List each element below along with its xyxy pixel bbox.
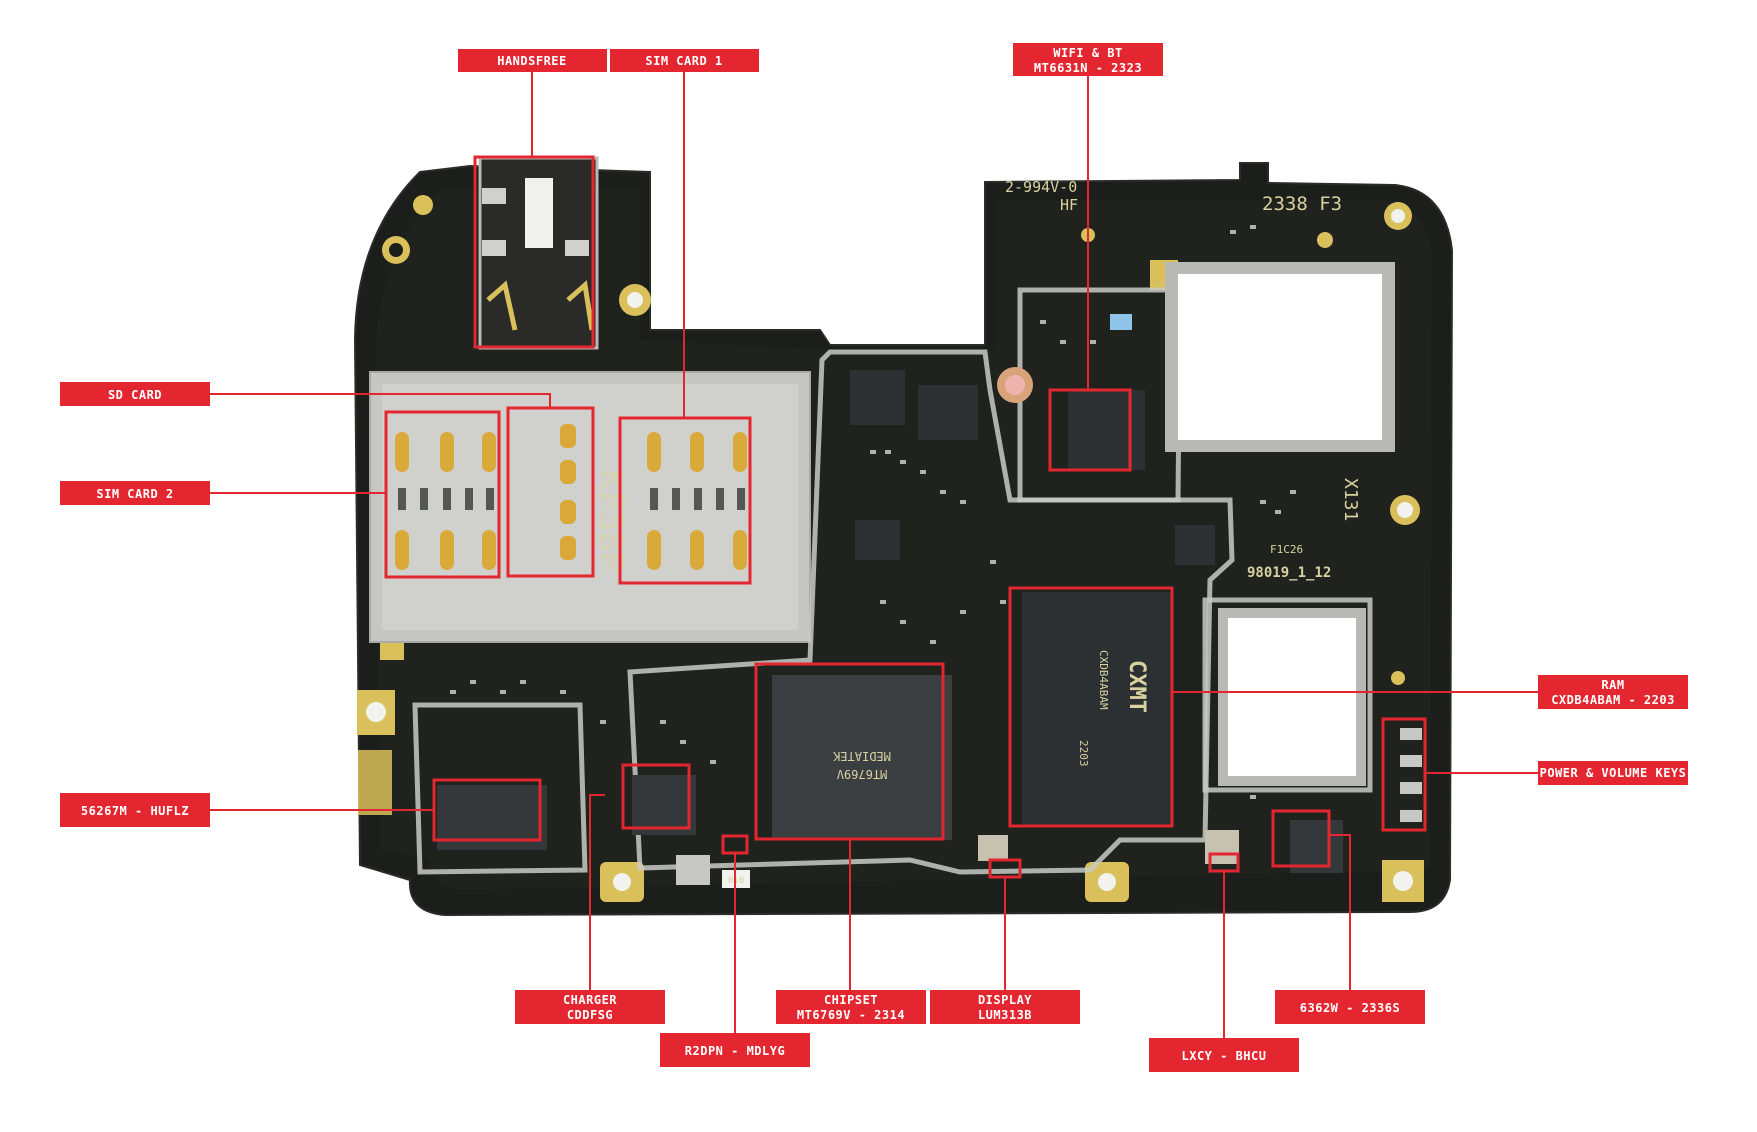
xcode: X131 — [1340, 478, 1361, 521]
svg-text:CDDFSG: CDDFSG — [567, 1008, 613, 1022]
labels: HANDSFREE SIM CARD 1 WIFI & BT MT6631N -… — [60, 43, 1688, 1072]
sd-tray-marking: KF38P — [591, 470, 631, 572]
fcode: F1C26 — [1270, 543, 1303, 556]
svg-text:56267M - HUFLZ: 56267M - HUFLZ — [81, 804, 189, 818]
ram-code: 2203 — [1077, 740, 1090, 767]
svg-text:CHIPSET: CHIPSET — [824, 993, 878, 1007]
chipset-model: MT6769V — [837, 767, 888, 781]
highlight-sim-card-2 — [384, 410, 501, 579]
label-sim-card-1: SIM CARD 1 — [610, 49, 759, 72]
svg-text:R2DPN - MDLYG: R2DPN - MDLYG — [685, 1044, 785, 1058]
board-id: 98019_1_12 — [1247, 565, 1331, 581]
svg-text:LXCY - BHCU: LXCY - BHCU — [1182, 1049, 1267, 1063]
label-chipset: CHIPSET MT6769V - 2314 — [776, 990, 926, 1024]
label-sim-card-2: SIM CARD 2 — [60, 481, 210, 505]
ram-brand: CXMT — [1124, 660, 1149, 713]
label-pmic-56267m: 56267M - HUFLZ — [60, 793, 210, 827]
svg-text:SD CARD: SD CARD — [108, 388, 162, 402]
svg-text:MT6631N - 2323: MT6631N - 2323 — [1034, 61, 1142, 75]
highlight-power-volume-keys — [1381, 717, 1427, 832]
silkscreen-left-2: HF — [1060, 196, 1078, 214]
leader-lines — [210, 72, 1538, 1038]
svg-text:MT6769V - 2314: MT6769V - 2314 — [797, 1008, 905, 1022]
label-power-volume-keys: POWER & VOLUME KEYS — [1538, 761, 1688, 785]
pcb-board: KF38P MEDIATEK MT6769V CXMT CXDB4ABAM 22… — [353, 156, 1454, 917]
svg-text:CXDB4ABAM - 2203: CXDB4ABAM - 2203 — [1551, 693, 1675, 707]
svg-text:SIM CARD 1: SIM CARD 1 — [645, 54, 722, 68]
svg-text:RAM: RAM — [1601, 678, 1624, 692]
label-wifi-bt: WIFI & BT MT6631N - 2323 — [1013, 43, 1163, 76]
label-ram: RAM CXDB4ABAM - 2203 — [1538, 675, 1688, 709]
silkscreen-right: 2338 F3 — [1262, 193, 1342, 215]
highlight-charger — [621, 763, 691, 830]
svg-text:HANDSFREE: HANDSFREE — [497, 54, 567, 68]
ram-model: CXDB4ABAM — [1097, 650, 1110, 710]
svg-text:CHARGER: CHARGER — [563, 993, 617, 1007]
svg-text:DISPLAY: DISPLAY — [978, 993, 1032, 1007]
svg-text:SIM CARD 2: SIM CARD 2 — [96, 487, 173, 501]
label-ic-6362w: 6362W - 2336S — [1275, 990, 1425, 1024]
label-display: DISPLAY LUM313B — [930, 990, 1080, 1024]
highlight-6362w — [1271, 809, 1331, 868]
highlight-handsfree — [473, 155, 595, 349]
label-sd-card: SD CARD — [60, 382, 210, 406]
label-charger: CHARGER CDDFSG — [515, 990, 665, 1024]
highlight-ram — [1008, 586, 1174, 828]
label-handsfree: HANDSFREE — [458, 49, 607, 72]
svg-text:WIFI & BT: WIFI & BT — [1053, 46, 1123, 60]
svg-text:LUM313B: LUM313B — [978, 1008, 1032, 1022]
label-r2dpn: R2DPN - MDLYG — [660, 1033, 810, 1067]
label-lxcy: LXCY - BHCU — [1149, 1038, 1299, 1072]
svg-text:6362W - 2336S: 6362W - 2336S — [1300, 1001, 1400, 1015]
svg-text:POWER & VOLUME KEYS: POWER & VOLUME KEYS — [1540, 766, 1687, 780]
highlight-wifi-bt — [1048, 388, 1132, 472]
silkscreen-left: 2-994V-0 — [1005, 178, 1077, 196]
chipset-brand: MEDIATEK — [832, 749, 891, 763]
